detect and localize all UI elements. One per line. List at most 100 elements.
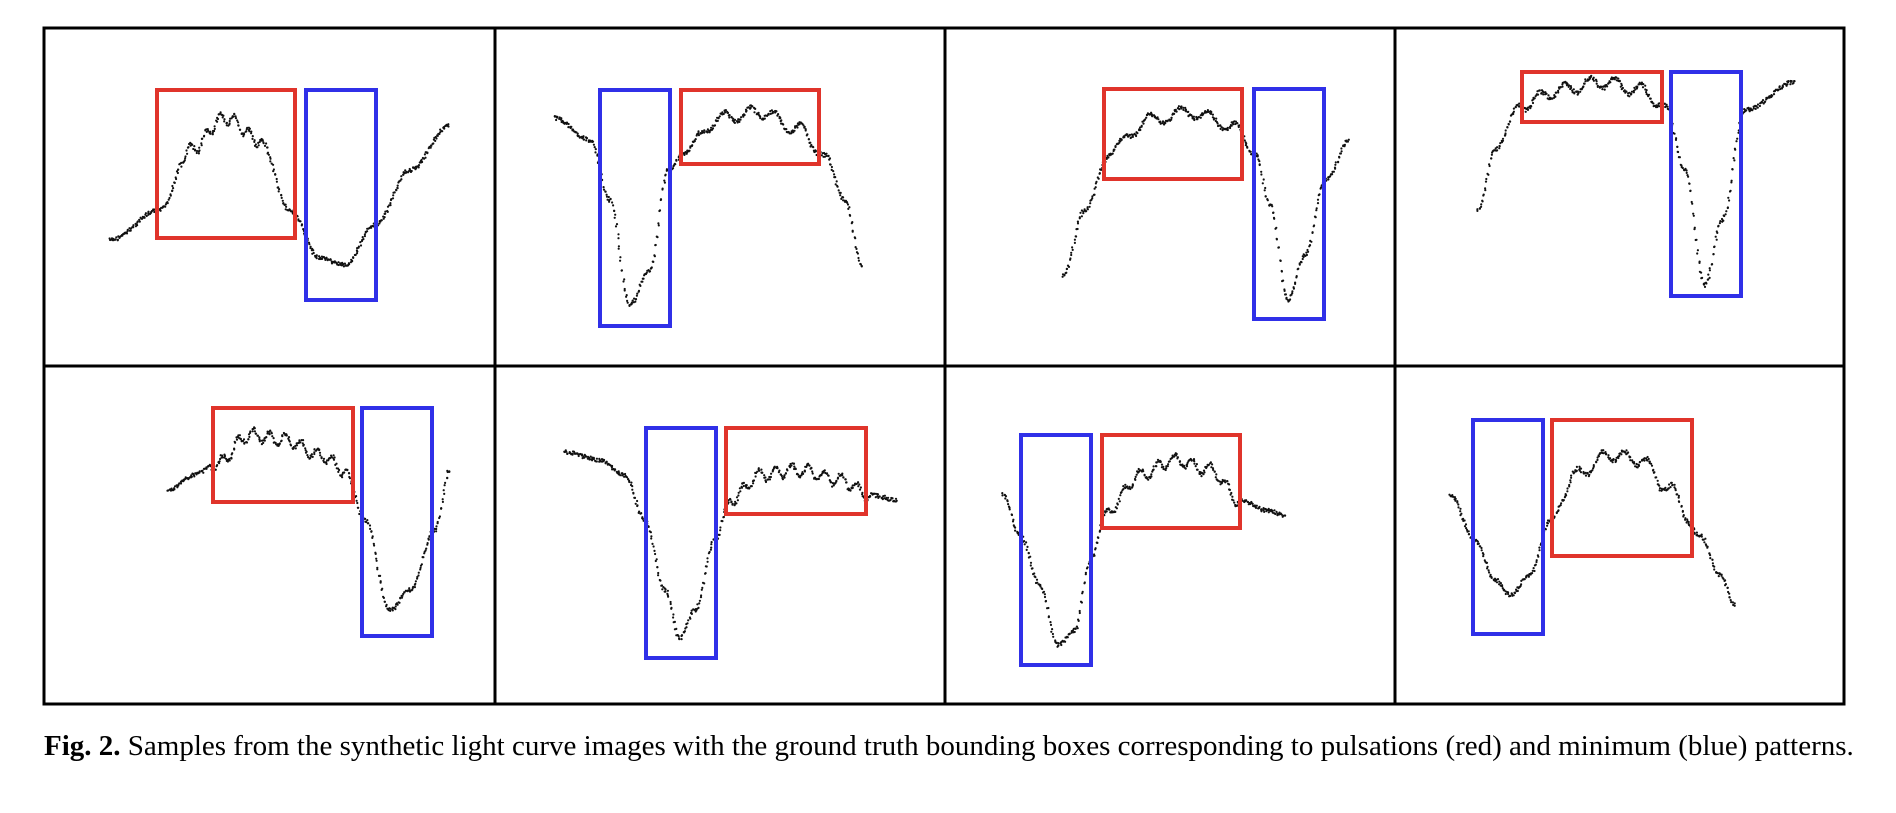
curve-point bbox=[869, 495, 872, 498]
curve-point bbox=[1507, 592, 1510, 596]
curve-point bbox=[1086, 566, 1089, 569]
curve-point bbox=[1236, 122, 1239, 125]
minimum-bounding-box bbox=[304, 88, 378, 302]
curve-point bbox=[696, 603, 699, 606]
curve-point bbox=[248, 435, 251, 438]
curve-point bbox=[1252, 504, 1255, 508]
curve-point bbox=[1646, 459, 1649, 462]
curve-point bbox=[1572, 88, 1575, 91]
curve-point bbox=[676, 634, 679, 637]
curve-point bbox=[176, 486, 179, 489]
curve-point bbox=[1123, 136, 1126, 139]
curve-point bbox=[372, 542, 375, 545]
curve-point bbox=[1550, 97, 1554, 100]
curve-point bbox=[370, 226, 373, 229]
curve-point bbox=[447, 123, 450, 126]
curve-point bbox=[1630, 90, 1634, 93]
curve-point bbox=[811, 145, 814, 148]
curve-point bbox=[228, 459, 231, 462]
curve-point bbox=[236, 119, 239, 122]
curve-point bbox=[278, 442, 281, 445]
curve-point bbox=[1230, 491, 1233, 495]
curve-point bbox=[1480, 203, 1483, 206]
curve-point bbox=[798, 123, 801, 126]
curve-point bbox=[1619, 452, 1622, 455]
curve-point bbox=[263, 439, 266, 442]
curve-point bbox=[839, 194, 842, 197]
curve-point bbox=[688, 149, 691, 152]
curve-point bbox=[1459, 510, 1462, 513]
curve-point bbox=[1010, 513, 1013, 516]
curve-point bbox=[1709, 557, 1712, 560]
curve-point bbox=[1459, 507, 1462, 510]
curve-point bbox=[326, 459, 329, 462]
curve-point bbox=[266, 146, 269, 149]
curve-point bbox=[581, 453, 584, 456]
curve-point bbox=[619, 259, 622, 262]
curve-point bbox=[657, 224, 660, 227]
curve-point bbox=[177, 168, 180, 171]
curve-point bbox=[1226, 128, 1229, 132]
curve-point bbox=[1150, 111, 1153, 114]
curve-point bbox=[1790, 80, 1793, 83]
curve-point bbox=[851, 230, 854, 233]
curve-point bbox=[1161, 122, 1164, 125]
curve-point bbox=[1496, 578, 1500, 581]
curve-point bbox=[1710, 263, 1713, 266]
curve-point bbox=[307, 241, 311, 244]
curve-point bbox=[1167, 463, 1170, 466]
curve-point bbox=[792, 462, 796, 465]
curve-point bbox=[1180, 105, 1183, 108]
curve-point bbox=[565, 450, 568, 453]
curve-point bbox=[1305, 251, 1308, 254]
curve-point bbox=[1589, 75, 1592, 78]
curve-point bbox=[1091, 195, 1094, 198]
curve-point bbox=[1553, 95, 1556, 98]
curve-point bbox=[624, 472, 627, 476]
curve-point bbox=[108, 237, 111, 240]
curve-point bbox=[1210, 466, 1213, 469]
curve-point bbox=[1592, 464, 1595, 467]
curve-point bbox=[1340, 150, 1343, 153]
curve-point bbox=[728, 114, 731, 117]
curve-point bbox=[234, 115, 237, 118]
curve-point bbox=[763, 117, 766, 120]
curve-point bbox=[1708, 276, 1711, 279]
curve-point bbox=[1152, 465, 1155, 468]
curve-point bbox=[1069, 257, 1072, 260]
curve-point bbox=[1073, 241, 1076, 244]
curve-point bbox=[200, 144, 203, 147]
curve-point bbox=[1484, 189, 1487, 192]
curve-point bbox=[1182, 106, 1185, 109]
curve-point bbox=[1480, 549, 1483, 552]
curve-point bbox=[641, 280, 644, 283]
curve-point bbox=[1504, 132, 1507, 135]
curve-point bbox=[222, 114, 225, 117]
curve-point bbox=[272, 437, 275, 440]
curve-point bbox=[1607, 456, 1610, 459]
curve-point bbox=[1099, 168, 1102, 171]
curve-point bbox=[1692, 212, 1695, 215]
curve-point bbox=[1131, 135, 1134, 138]
curve-point bbox=[149, 212, 152, 215]
curve-point bbox=[639, 284, 642, 287]
curve-point bbox=[793, 465, 796, 468]
curve-point bbox=[200, 142, 203, 145]
curve-point bbox=[1527, 106, 1530, 109]
curve-point bbox=[1211, 463, 1214, 466]
curve-point bbox=[1630, 92, 1633, 95]
curve-point bbox=[1119, 494, 1122, 497]
curve-point bbox=[1647, 457, 1650, 461]
curve-point bbox=[839, 191, 842, 194]
curve-point bbox=[724, 109, 728, 112]
curve-point bbox=[329, 258, 332, 261]
curve-point bbox=[361, 236, 364, 239]
curve-point bbox=[1623, 89, 1626, 92]
curve-point bbox=[1074, 627, 1077, 630]
curve-point bbox=[1754, 107, 1757, 110]
curve-point bbox=[251, 430, 254, 433]
curve-point bbox=[1719, 220, 1722, 223]
curve-point bbox=[1575, 465, 1578, 468]
curve-point bbox=[411, 586, 414, 590]
curve-point bbox=[718, 115, 721, 118]
